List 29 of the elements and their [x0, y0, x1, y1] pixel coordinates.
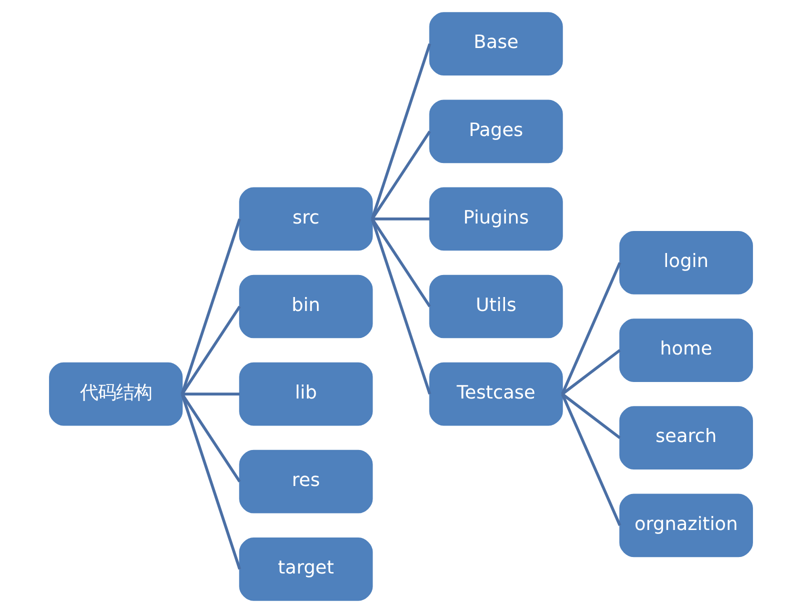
- node-box: Pages: [429, 100, 563, 164]
- node-box: search: [619, 406, 753, 470]
- connector: [371, 218, 431, 308]
- connector: [180, 394, 242, 570]
- node-box: login: [619, 231, 753, 294]
- connector: [371, 130, 431, 220]
- connector: [560, 262, 622, 395]
- connector: [561, 349, 621, 396]
- node-box: lib: [239, 362, 373, 426]
- node-box: target: [239, 538, 373, 601]
- connector: [180, 393, 241, 482]
- node-box: orgnazition: [619, 494, 753, 558]
- connector: [182, 392, 240, 396]
- connector: [560, 393, 622, 526]
- node-box: bin: [239, 274, 373, 338]
- node-box: Base: [429, 12, 563, 76]
- connector: [370, 218, 432, 395]
- node-box: Testcase: [429, 362, 563, 426]
- connector: [180, 218, 242, 394]
- connector: [561, 392, 621, 439]
- connector: [372, 218, 430, 220]
- node-box: src: [239, 187, 373, 251]
- connector: [180, 306, 241, 395]
- connector: [370, 43, 432, 220]
- node-box: home: [619, 318, 753, 382]
- node-box: 代码结构: [49, 362, 183, 426]
- node-box: Utils: [429, 274, 563, 338]
- node-box: res: [239, 450, 373, 514]
- node-box: Piugins: [429, 187, 563, 251]
